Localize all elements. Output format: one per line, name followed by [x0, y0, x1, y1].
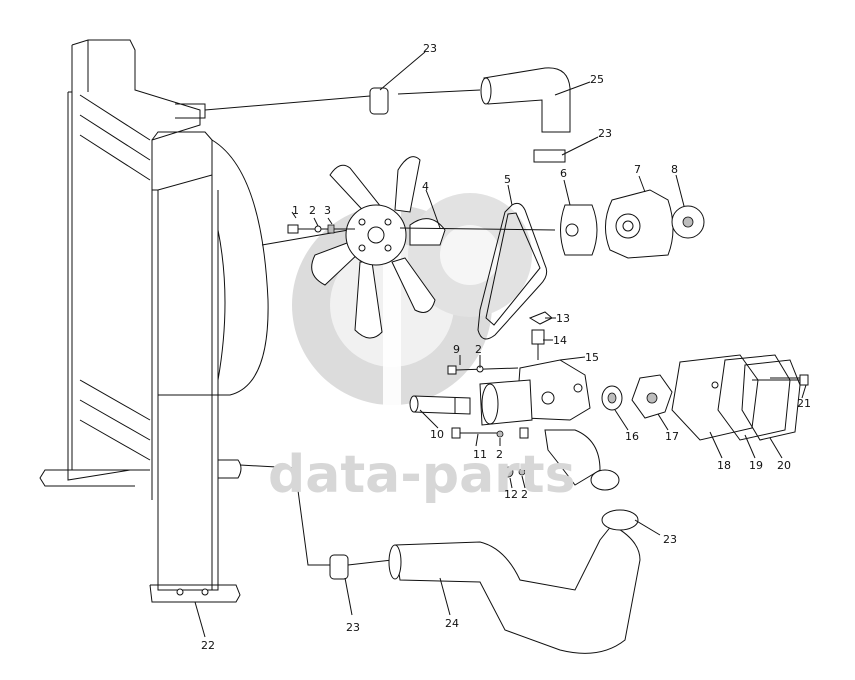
label-4: 4: [422, 180, 429, 193]
bolt-21: [752, 374, 809, 386]
bolt-11: [451, 427, 529, 439]
label-7: 7: [634, 163, 641, 176]
label-2-nut: 2: [521, 488, 528, 501]
upper-hose-25: [204, 67, 571, 163]
label-11: 11: [473, 448, 487, 461]
belt-5: [477, 202, 548, 340]
label-10: 10: [430, 428, 444, 441]
label-23-right: 23: [663, 533, 677, 546]
label-9: 9: [453, 343, 460, 356]
label-20: 20: [777, 459, 791, 472]
watermark-text: data-parts: [268, 445, 576, 505]
water-pump-15: [479, 359, 620, 491]
label-21: 21: [797, 397, 811, 410]
label-15: 15: [585, 351, 599, 364]
impeller-17: [631, 374, 673, 419]
label-25: 25: [590, 73, 604, 86]
label-19: 19: [749, 459, 763, 472]
label-2-fan: 2: [309, 204, 316, 217]
label-17: 17: [665, 430, 679, 443]
label-8: 8: [671, 163, 678, 176]
label-2-lower: 2: [496, 448, 503, 461]
label-1: 1: [292, 204, 299, 217]
plate-18: [671, 354, 759, 441]
label-5: 5: [504, 173, 511, 186]
label-6: 6: [560, 167, 567, 180]
gaskets-19-20: [717, 354, 801, 441]
part-labels: 23 25 23 1 2 3 4 5 6 7 8 13 14 9 2 15 10…: [201, 42, 811, 652]
pulley-6: [560, 204, 598, 256]
label-24: 24: [445, 617, 459, 630]
pulley-7: [605, 189, 674, 259]
radiator: [39, 39, 269, 603]
label-23-top: 23: [423, 42, 437, 55]
label-18: 18: [717, 459, 731, 472]
label-3: 3: [324, 204, 331, 217]
bolt-13-14: [528, 311, 553, 360]
label-14: 14: [553, 334, 567, 347]
label-23-upper: 23: [598, 127, 612, 140]
label-12: 12: [504, 488, 518, 501]
seal-16: [601, 385, 623, 411]
hub-8: [671, 205, 705, 239]
label-22: 22: [201, 639, 215, 652]
thermostat-10: [409, 395, 471, 415]
label-23-bottom: 23: [346, 621, 360, 634]
label-16: 16: [625, 430, 639, 443]
label-13: 13: [556, 312, 570, 325]
lower-hose-24: [239, 464, 641, 654]
nut-12: [502, 466, 526, 478]
leader-lines: [194, 51, 807, 638]
fan: [261, 156, 556, 339]
label-2-pump: 2: [475, 343, 482, 356]
